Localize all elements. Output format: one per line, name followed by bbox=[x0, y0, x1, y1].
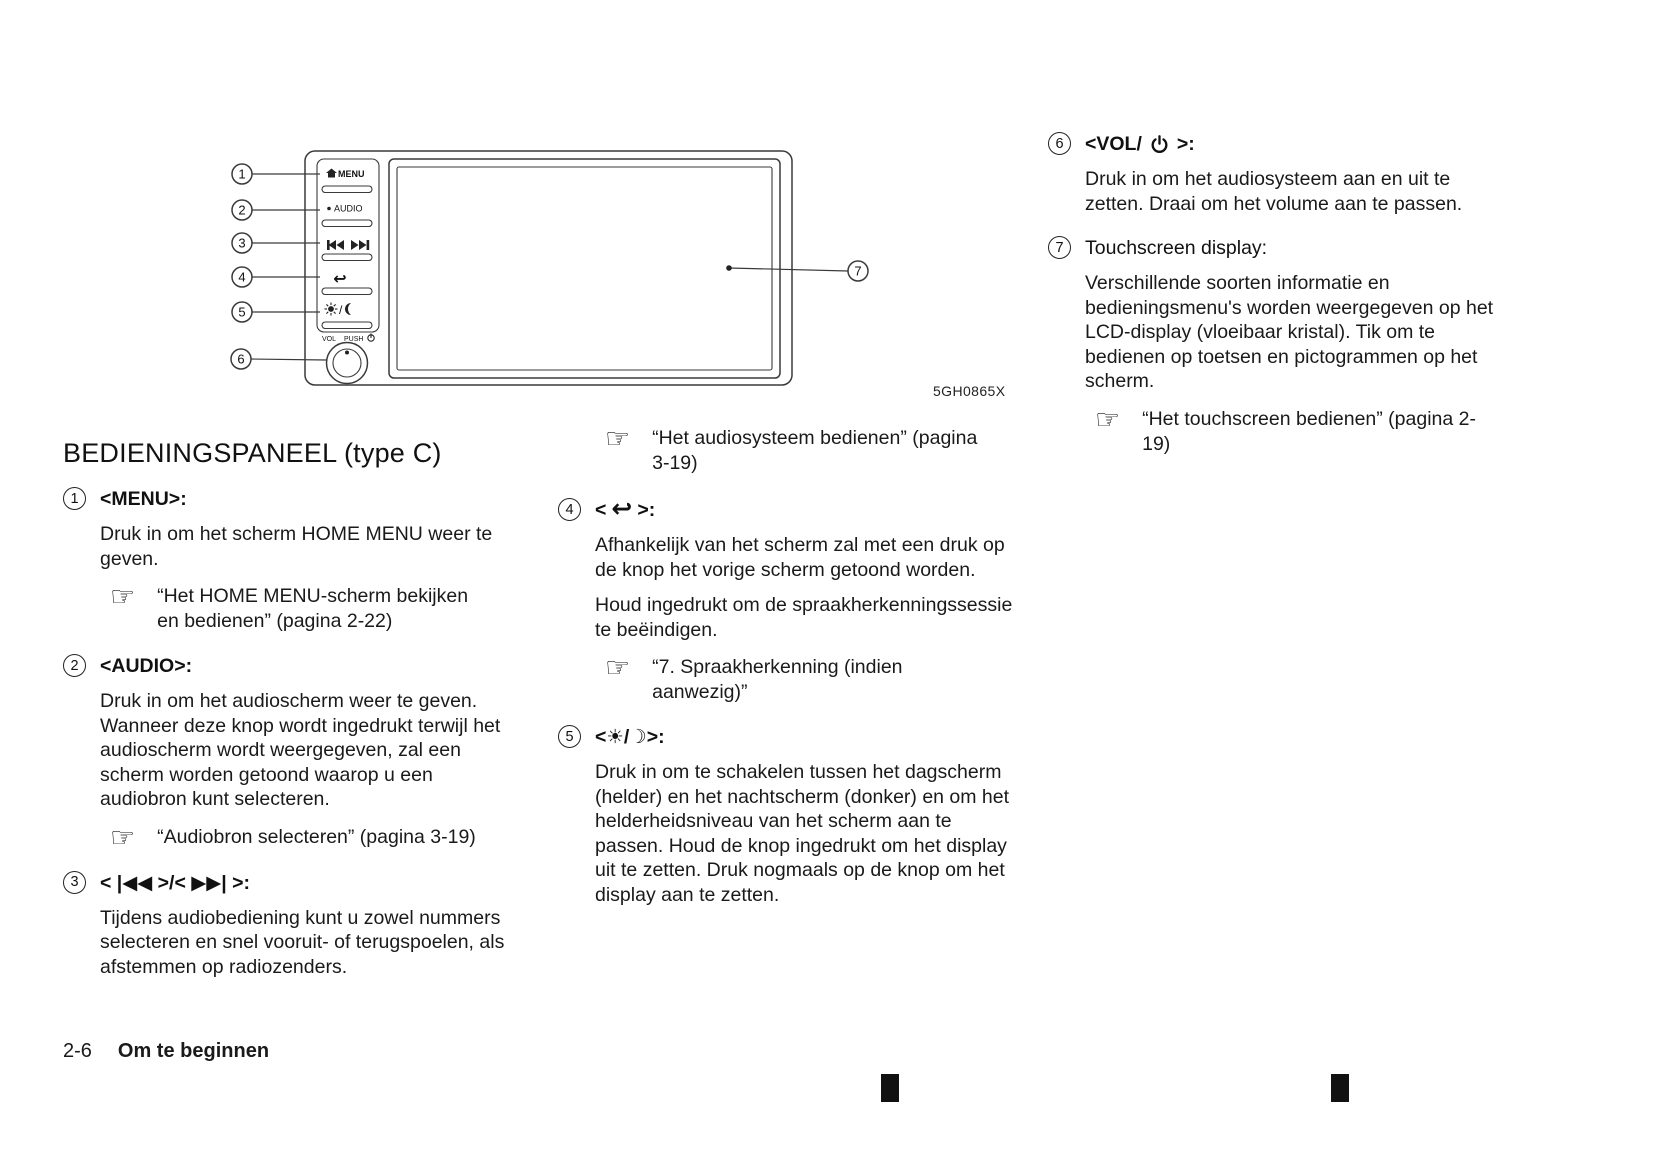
day-night-button: / bbox=[321, 302, 373, 330]
reference-text: “Het audiosysteem bedienen” (pagina 3-19… bbox=[652, 427, 978, 474]
volume-description: Druk in om het audiosysteem aan en uit t… bbox=[1085, 168, 1463, 215]
svg-text:7: 7 bbox=[854, 264, 861, 279]
item-number-circle: 5 bbox=[558, 725, 581, 748]
print-registration-mark bbox=[1331, 1074, 1349, 1102]
item-volume: 6 <VOL/ >: Druk in om het audiosysteem a… bbox=[1048, 132, 1514, 216]
item-number-circle: 7 bbox=[1048, 236, 1071, 259]
pointing-hand-icon: ☞ bbox=[605, 423, 631, 454]
power-icon bbox=[367, 333, 375, 342]
menu-description: Druk in om het scherm HOME MENU weer te … bbox=[100, 523, 493, 570]
svg-text:MENU: MENU bbox=[338, 169, 365, 179]
item-touchscreen: 7 Touchscreen display: Verschillende soo… bbox=[1048, 236, 1514, 457]
cross-reference-touchscreen: ☞ “Het touchscreen bedienen” (pagina 2-1… bbox=[1095, 403, 1514, 457]
menu-button: MENU bbox=[321, 168, 373, 194]
seek-description: Tijdens audiobediening kunt u zowel numm… bbox=[100, 906, 505, 978]
cross-reference-voice-recognition: ☞ “7. Spraakherkenning (indien aanwezig)… bbox=[605, 652, 1016, 705]
item-day-night: 5 <☀/☽>: Druk in om te schakelen tussen … bbox=[558, 725, 1016, 907]
seek-buttons bbox=[321, 240, 373, 262]
label-open: <VOL/ bbox=[1085, 133, 1142, 155]
callout-7: 7 bbox=[847, 260, 869, 282]
volume-button-label: <VOL/ >: bbox=[1085, 132, 1514, 156]
svg-text:AUDIO: AUDIO bbox=[334, 204, 363, 214]
print-registration-mark bbox=[881, 1074, 899, 1102]
section-title: Om te beginnen bbox=[117, 1040, 270, 1062]
touchscreen-label: Touchscreen display: bbox=[1085, 237, 1268, 259]
audio-dot-icon bbox=[327, 206, 331, 211]
touchscreen-description: Verschillende soorten informatie en bedi… bbox=[1085, 272, 1494, 392]
pointing-hand-icon: ☞ bbox=[1095, 403, 1121, 435]
menu-button-label: <MENU>: bbox=[100, 488, 187, 510]
pointing-hand-icon: ☞ bbox=[110, 581, 136, 612]
power-icon bbox=[1151, 134, 1168, 153]
svg-text:/: / bbox=[339, 303, 343, 317]
audio-button: AUDIO bbox=[321, 204, 373, 228]
svg-text:6: 6 bbox=[237, 352, 244, 367]
pointing-hand-icon: ☞ bbox=[605, 652, 631, 683]
seek-forward-icon bbox=[351, 240, 370, 250]
home-icon bbox=[326, 168, 337, 178]
item-number-circle: 4 bbox=[558, 498, 581, 521]
svg-text:2: 2 bbox=[238, 203, 245, 218]
svg-text:VOL: VOL bbox=[322, 336, 336, 343]
pointing-hand-icon: ☞ bbox=[110, 821, 136, 853]
right-column: 6 <VOL/ >: Druk in om het audiosysteem a… bbox=[1048, 132, 1514, 477]
screen-pointer-dot bbox=[726, 265, 732, 271]
item-number-circle: 6 bbox=[1048, 132, 1071, 155]
day-night-description: Druk in om te schakelen tussen het dagsc… bbox=[595, 761, 1010, 906]
reference-text: “Het touchscreen bedienen” (pagina 2-19) bbox=[1142, 407, 1476, 455]
callout-4: 4 bbox=[231, 266, 253, 288]
callout-3: 3 bbox=[231, 232, 253, 254]
item-number-circle: 2 bbox=[63, 654, 86, 677]
svg-text:1: 1 bbox=[238, 167, 245, 182]
back-description-2: Houd ingedrukt om de spraakherkenningsse… bbox=[595, 594, 1013, 641]
item-number-circle: 1 bbox=[63, 487, 86, 510]
reference-text: “Audiobron selecteren” (pagina 3-19) bbox=[157, 825, 476, 848]
svg-text:3: 3 bbox=[238, 236, 245, 251]
volume-knob: VOL PUSH bbox=[322, 333, 375, 385]
touchscreen-display bbox=[388, 158, 781, 379]
svg-text:5: 5 bbox=[238, 305, 245, 320]
back-button: ↩ bbox=[321, 271, 373, 296]
back-description-1: Afhankelijk van het scherm zal met een d… bbox=[595, 534, 1005, 581]
callout-1: 1 bbox=[231, 163, 253, 185]
cross-reference-home-menu: ☞ “Het HOME MENU-scherm bekijken en bedi… bbox=[110, 581, 515, 634]
audio-button-label: <AUDIO>: bbox=[100, 655, 193, 677]
button-panel bbox=[316, 158, 380, 333]
svg-text:4: 4 bbox=[238, 270, 245, 285]
back-icon: ↩ bbox=[611, 495, 633, 523]
head-unit-body bbox=[304, 150, 793, 386]
control-panel-diagram: MENU AUDIO ↩ bbox=[230, 150, 869, 386]
page-title: BEDIENINGSPANEEL (type C) bbox=[63, 438, 442, 468]
item-number-circle: 3 bbox=[63, 870, 86, 894]
bracket-open: < bbox=[595, 499, 607, 521]
left-column: BEDIENINGSPANEEL (type C) 1 <MENU>: Druk… bbox=[63, 438, 515, 999]
back-button-label: < ↩ >: bbox=[595, 495, 1016, 523]
bracket-close: >: bbox=[637, 499, 656, 521]
sun-icon bbox=[324, 302, 338, 316]
figure-code: 5GH0865X bbox=[933, 383, 1006, 399]
callout-2: 2 bbox=[231, 199, 253, 221]
item-back: 4 < ↩ >: Afhankelijk van het scherm zal … bbox=[558, 495, 1016, 705]
moon-icon bbox=[345, 303, 351, 315]
item-audio: 2 <AUDIO>: Druk in om het audioscherm we… bbox=[63, 654, 515, 851]
back-icon: ↩ bbox=[333, 271, 346, 288]
callout-6: 6 bbox=[230, 348, 252, 370]
callout-5: 5 bbox=[231, 301, 253, 323]
middle-column: ☞ “Het audiosysteem bedienen” (pagina 3-… bbox=[558, 423, 1016, 927]
audio-description: Druk in om het audioscherm weer te geven… bbox=[100, 690, 501, 810]
cross-reference-audio-source: ☞ “Audiobron selecteren” (pagina 3-19) bbox=[110, 821, 515, 853]
reference-text: “7. Spraakherkenning (indien aanwezig)” bbox=[652, 656, 903, 703]
seek-buttons-label: < |◀◀ >/< ▶▶| >: bbox=[100, 871, 251, 894]
reference-text: “Het HOME MENU-scherm bekijken en bedien… bbox=[157, 585, 469, 632]
day-night-button-label: <☀/☽>: bbox=[595, 726, 665, 748]
item-menu: 1 <MENU>: Druk in om het scherm HOME MEN… bbox=[63, 487, 515, 634]
page-footer: 2-6 Om te beginnen bbox=[63, 1040, 269, 1063]
label-close: >: bbox=[1176, 133, 1195, 155]
seek-back-icon bbox=[327, 240, 344, 250]
cross-reference-audio-system: ☞ “Het audiosysteem bedienen” (pagina 3-… bbox=[605, 423, 1016, 476]
item-seek: 3 < |◀◀ >/< ▶▶| >: Tijdens audiobedienin… bbox=[63, 870, 515, 980]
leader-lines bbox=[250, 173, 849, 361]
svg-text:PUSH: PUSH bbox=[344, 336, 363, 343]
page-number: 2-6 bbox=[63, 1040, 92, 1062]
